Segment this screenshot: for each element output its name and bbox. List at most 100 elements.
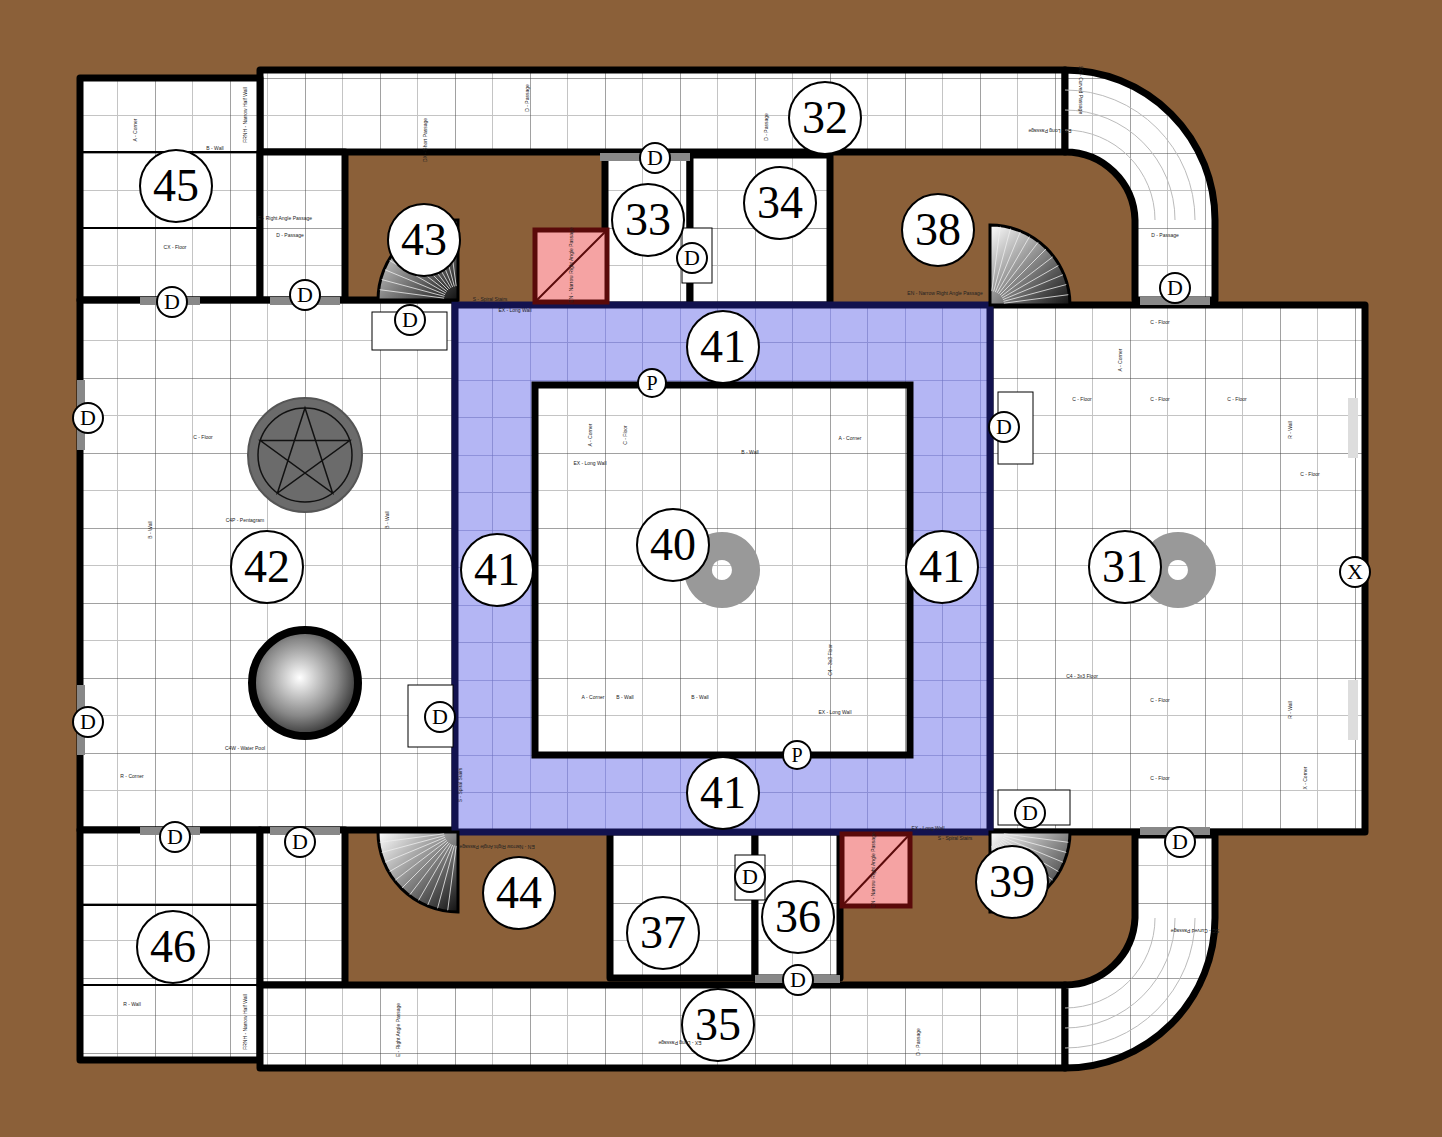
tile-label: R - Wall: [1288, 421, 1293, 439]
tile-label: A - Corner: [133, 119, 138, 142]
door-marker-text: D: [1022, 802, 1038, 824]
tile-label: C - Floor: [623, 425, 628, 444]
callout-number-text: 31: [1102, 544, 1148, 590]
callout-number-text: 41: [700, 770, 746, 816]
callout-number: 45: [139, 149, 213, 223]
callout-number: 34: [743, 166, 817, 240]
callout-number: 35: [681, 988, 755, 1062]
door-marker: D: [156, 286, 188, 318]
callout-number: 41: [686, 310, 760, 384]
door-marker-text: D: [1167, 277, 1183, 299]
callout-number: 41: [686, 756, 760, 830]
stair-step: [997, 237, 1030, 293]
stair-step: [390, 839, 446, 872]
callout-number: 33: [611, 183, 685, 257]
door-marker: D: [72, 402, 104, 434]
callout-number-text: 34: [757, 180, 803, 226]
callout-number: 43: [387, 203, 461, 277]
door-marker-text: D: [1172, 831, 1188, 853]
tile-label: S - Spiral Stairs: [458, 768, 463, 803]
door-marker: D: [284, 826, 316, 858]
callout-number-text: 41: [700, 324, 746, 370]
tile-label: CX - Floor: [164, 245, 187, 250]
tile-label: EX - Long Wall: [573, 461, 606, 466]
tile-label: B - Wall: [206, 146, 223, 151]
door-marker-text: D: [297, 284, 313, 306]
door-marker: D: [639, 142, 671, 174]
door-marker: D: [72, 706, 104, 738]
tile-label: B - Wall: [691, 695, 708, 700]
stair-step: [419, 844, 452, 900]
tile-label: EN - Narrow Right Angle Passage: [569, 227, 574, 302]
callout-number: 32: [788, 81, 862, 155]
portal-marker-text: P: [646, 373, 657, 393]
tile-label: E - Right Angle Passage: [258, 216, 312, 221]
stair-step: [428, 845, 453, 905]
callout-number: 41: [460, 533, 534, 607]
callout-number: 41: [905, 530, 979, 604]
callout-number-text: 44: [496, 870, 542, 916]
door-marker: D: [1159, 272, 1191, 304]
tile-label: C4 - 3x3 Floor: [1066, 674, 1098, 679]
door-marker: D: [1164, 826, 1196, 858]
portal-marker-text: P: [791, 745, 802, 765]
tile-label: EX - Long Wall: [911, 826, 944, 831]
door-marker: D: [424, 701, 456, 733]
tile-label: C - Floor: [1150, 397, 1169, 402]
tile-label: D - Passage: [916, 1028, 921, 1056]
door-marker: D: [1014, 797, 1046, 829]
tile-label: C - Floor: [1300, 472, 1319, 477]
tile-label: X - Corner: [1303, 766, 1308, 789]
tile-label: A - Corner: [839, 436, 862, 441]
callout-number-text: 40: [650, 522, 696, 568]
tile-label: A - Corner: [588, 424, 593, 447]
door-marker: D: [159, 821, 191, 853]
tile-label: D - Passage: [276, 233, 304, 238]
callout-number: 40: [636, 508, 710, 582]
callout-number-text: 33: [625, 197, 671, 243]
tile-label: B - Wall: [616, 695, 633, 700]
tile-label: D - Passage: [764, 113, 769, 141]
door-marker: D: [734, 861, 766, 893]
tile-label: C - Floor: [193, 435, 212, 440]
exit-marker-text: X: [1347, 561, 1363, 583]
tile-label: EX - Long Passage: [658, 1040, 701, 1045]
tile-label: EN - Narrow Right Angle Passage: [459, 844, 534, 849]
tile-label: B - Wall: [385, 511, 390, 528]
tile-label: R - Wall: [1288, 701, 1293, 719]
callout-number: 36: [761, 880, 835, 954]
tile-label: EX - Long Passage: [1028, 128, 1071, 133]
callout-number: 46: [136, 910, 210, 984]
callout-number-text: 32: [802, 95, 848, 141]
callout-number-text: 41: [474, 547, 520, 593]
stair-step: [1003, 275, 1063, 300]
tile-label: EN - Narrow Right Angle Passage: [871, 832, 876, 907]
tile-label: A - Corner: [1118, 349, 1123, 372]
tile-label: A - Corner: [582, 695, 605, 700]
tile-label: SC - Curved Passage: [1078, 66, 1083, 114]
stair-step: [1004, 295, 1068, 303]
tile-label: S - Spiral Stairs: [938, 836, 973, 841]
tile-label: D - Passage: [525, 84, 530, 112]
callout-number-text: 42: [244, 544, 290, 590]
portal-marker: P: [782, 740, 812, 770]
stair-step: [402, 842, 448, 888]
tile-label: FRNH - Narrow Half Wall: [243, 87, 248, 143]
callout-number: 38: [901, 193, 975, 267]
tile-label: S - Spiral Stairs: [473, 297, 508, 302]
tile-label: C4 - 3x3 Floor: [828, 644, 833, 676]
door-marker-text: D: [996, 416, 1012, 438]
callout-number: 31: [1088, 530, 1162, 604]
tile-label: EN - Narrow Right Angle Passage: [907, 291, 982, 296]
stair-step: [1000, 249, 1046, 295]
callout-number: 42: [230, 530, 304, 604]
door-marker-text: D: [742, 866, 758, 888]
stair-step: [1002, 266, 1058, 299]
callout-number-text: 38: [915, 207, 961, 253]
stair-step: [410, 843, 450, 895]
tile-label: B - Wall: [741, 450, 758, 455]
tile-label: SC - Curved Passage: [1171, 928, 1219, 933]
tile-label: C - Floor: [1150, 698, 1169, 703]
tile-label: EX - Long Wall: [498, 308, 531, 313]
